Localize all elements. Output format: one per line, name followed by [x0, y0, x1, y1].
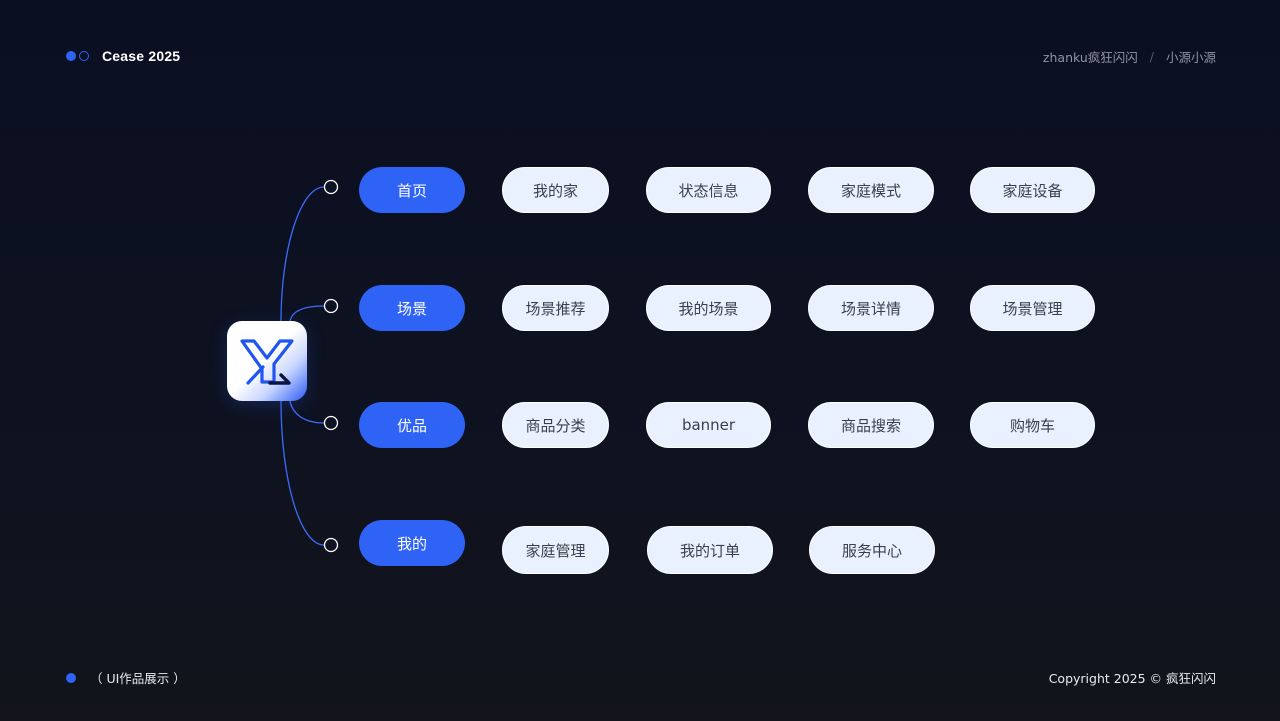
brand: Cease 2025: [66, 46, 180, 66]
node-home-devices[interactable]: 家庭设备: [970, 167, 1095, 213]
node-my-scenes[interactable]: 我的场景: [646, 285, 771, 331]
node-product-category[interactable]: 商品分类: [502, 402, 609, 448]
connector-branch-2: [289, 305, 325, 322]
branch-home[interactable]: 首页: [359, 167, 465, 213]
brand-dot-filled-icon: [66, 51, 76, 61]
node-family-manage[interactable]: 家庭管理: [502, 526, 609, 574]
breadcrumb-item-author[interactable]: zhanku疯狂闪闪: [1042, 50, 1138, 65]
node-status-info[interactable]: 状态信息: [646, 167, 771, 213]
breadcrumb: zhanku疯狂闪闪 / 小源小源: [1043, 47, 1216, 66]
node-my-orders[interactable]: 我的订单: [647, 526, 773, 574]
connector-branch-1: [280, 186, 325, 322]
app-logo: [227, 321, 307, 401]
branch-mine[interactable]: 我的: [359, 520, 465, 566]
node-home-mode[interactable]: 家庭模式: [808, 167, 934, 213]
node-product-search[interactable]: 商品搜索: [808, 402, 934, 448]
node-dot-branch-1: [323, 179, 339, 195]
stylized-y-logo-icon: [240, 339, 294, 385]
brand-dot-ring-icon: [79, 51, 89, 61]
connector-branch-3: [289, 400, 325, 424]
node-dot-branch-4: [323, 537, 339, 553]
footer-caption: （ UI作品展示 ）: [90, 671, 186, 686]
footer-caption-group: （ UI作品展示 ）: [66, 668, 186, 687]
footer-copyright: Copyright 2025 © 疯狂闪闪: [1048, 671, 1216, 686]
branch-products[interactable]: 优品: [359, 402, 465, 448]
footer-dot-icon: [66, 672, 76, 683]
node-scene-manage[interactable]: 场景管理: [970, 285, 1095, 331]
breadcrumb-item-project[interactable]: 小源小源: [1165, 50, 1216, 65]
node-service-center[interactable]: 服务中心: [809, 526, 935, 574]
node-scene-recommend[interactable]: 场景推荐: [502, 285, 609, 331]
node-scene-detail[interactable]: 场景详情: [808, 285, 934, 331]
breadcrumb-separator: /: [1149, 49, 1154, 64]
node-banner[interactable]: banner: [646, 402, 771, 448]
branch-scenes[interactable]: 场景: [359, 285, 465, 331]
brand-title: Cease 2025: [102, 48, 181, 64]
node-dot-branch-3: [323, 415, 339, 431]
node-shopping-cart[interactable]: 购物车: [970, 402, 1095, 448]
node-my-home[interactable]: 我的家: [502, 167, 609, 213]
connector-branch-4: [280, 400, 325, 546]
node-dot-branch-2: [323, 298, 339, 314]
